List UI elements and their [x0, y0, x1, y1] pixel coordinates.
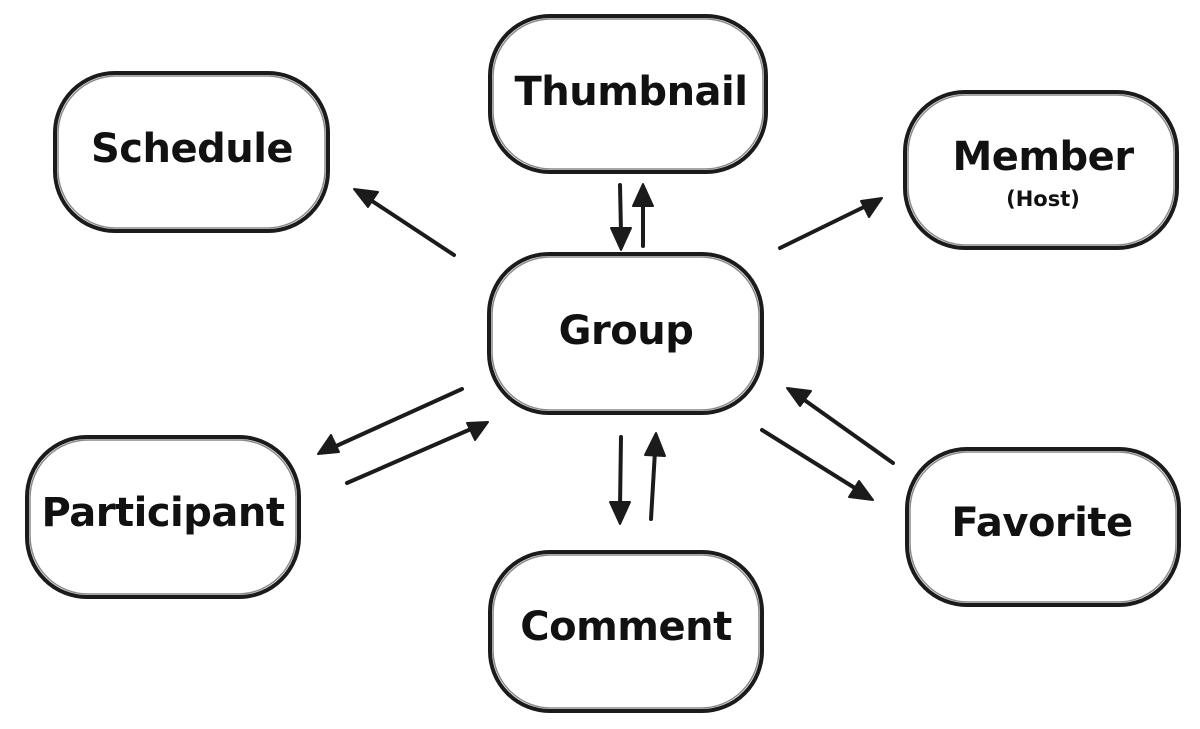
node-favorite-label: Favorite — [951, 500, 1132, 546]
node-member: Member (Host) — [903, 90, 1179, 250]
edge-group-to-thumbnail — [632, 183, 654, 248]
node-schedule: Schedule — [53, 71, 330, 233]
node-group-label: Group — [559, 308, 694, 354]
node-thumbnail-label: Thumbnail — [515, 69, 748, 115]
edge-group-to-schedule — [353, 188, 456, 257]
node-comment: Comment — [488, 550, 764, 713]
edge-group-to-participant — [317, 387, 464, 455]
node-thumbnail: Thumbnail — [488, 14, 768, 174]
edge-thumbnail-to-group — [610, 183, 632, 251]
node-comment-label: Comment — [520, 604, 732, 650]
edge-group-to-member — [778, 197, 883, 250]
node-member-sublabel: (Host) — [1006, 187, 1080, 211]
node-group: Group — [487, 252, 764, 415]
edge-comment-to-group — [644, 432, 666, 521]
node-favorite: Favorite — [905, 447, 1181, 607]
node-participant: Participant — [25, 435, 301, 599]
node-member-label: Member — [952, 134, 1134, 180]
node-schedule-label: Schedule — [91, 126, 293, 172]
edge-group-to-favorite — [760, 428, 874, 501]
edge-participant-to-group — [345, 421, 489, 485]
edge-favorite-to-group — [786, 387, 895, 465]
node-participant-label: Participant — [42, 490, 285, 536]
edge-group-to-comment — [609, 435, 631, 525]
